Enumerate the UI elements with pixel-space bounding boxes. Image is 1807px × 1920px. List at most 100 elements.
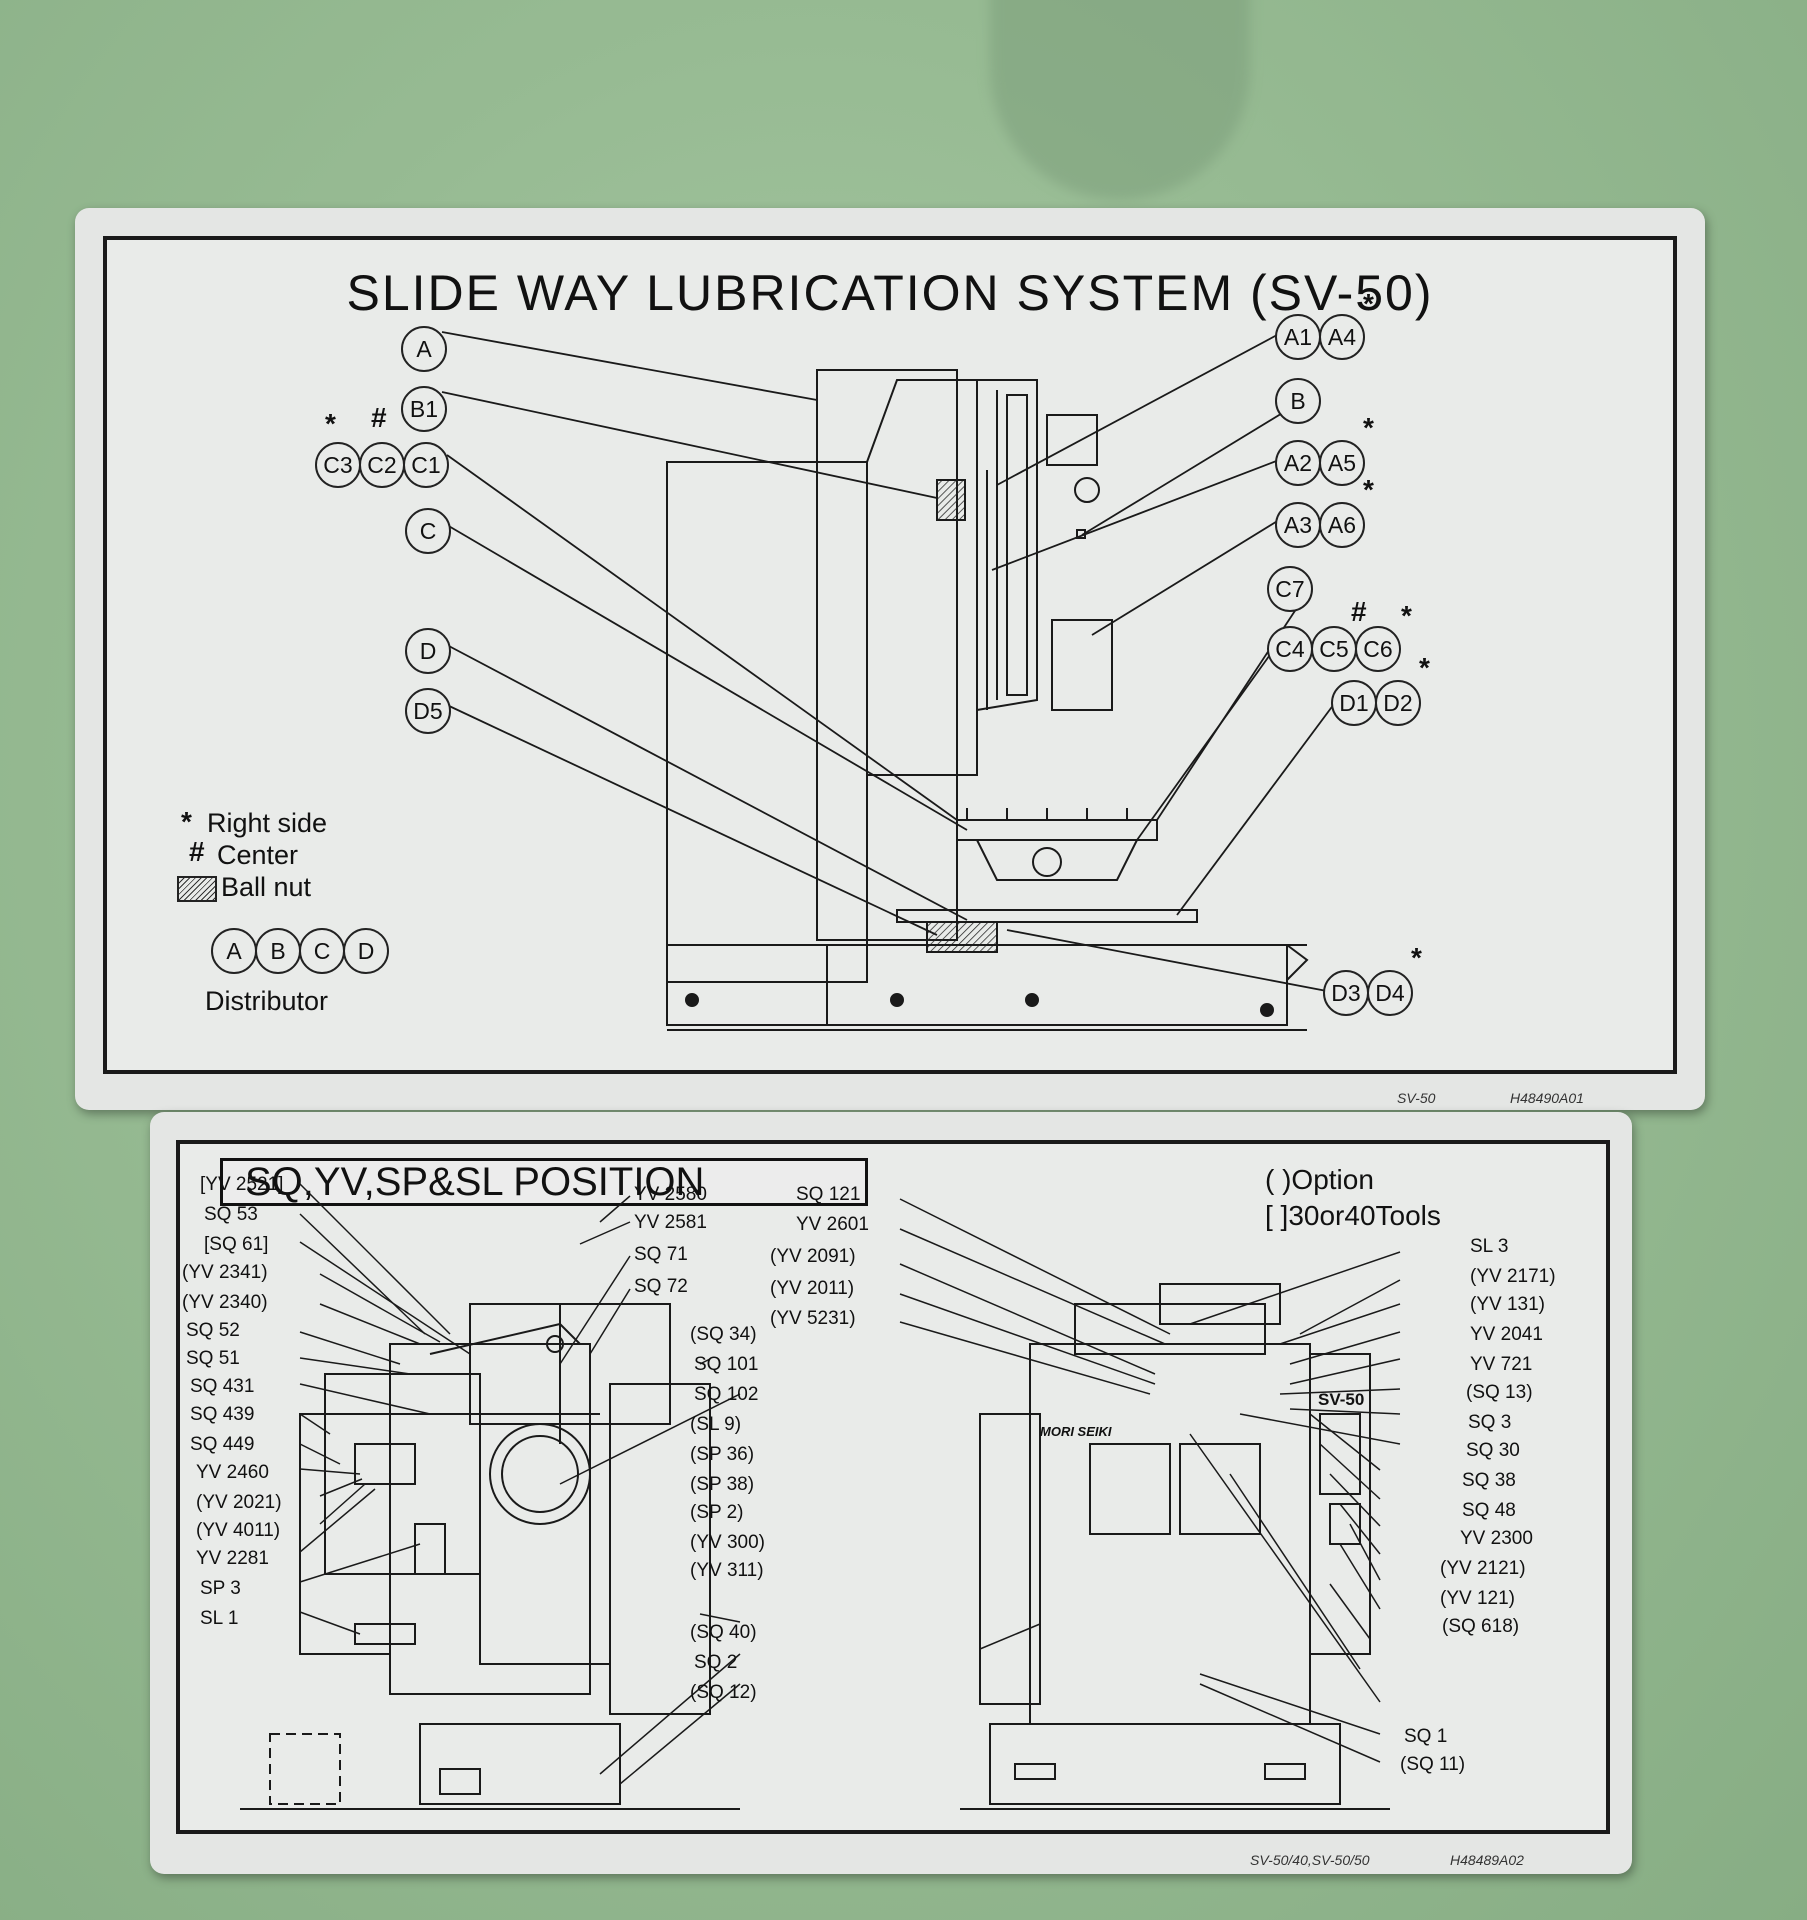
sensor-label-right: YV 2041 <box>1470 1324 1543 1345</box>
sensor-label-right: (SQ 13) <box>1466 1382 1533 1403</box>
sensor-label-middle: (YV 311) <box>690 1560 764 1581</box>
balloon-c7: C7 <box>1267 566 1313 612</box>
sensor-label-middle: (SQ 34) <box>690 1324 757 1345</box>
sensor-label-left: (YV 4011) <box>196 1520 281 1541</box>
lubrication-system-plate: SLIDE WAY LUBRICATION SYSTEM (SV-50) <box>75 208 1705 1110</box>
balloon-b1: B1 <box>401 386 447 432</box>
distributor-balloon-d: D <box>343 928 389 974</box>
sensor-label-middle: (SP 36) <box>690 1444 755 1465</box>
sensor-label-left: SP 3 <box>200 1578 241 1599</box>
sensor-label-right-bottom: SQ 1 <box>1404 1726 1448 1747</box>
sensor-label-right: (YV 131) <box>1470 1294 1545 1315</box>
note-tools: [ ]30or40Tools <box>1265 1200 1441 1231</box>
legend-ball-nut-swatch <box>177 876 217 902</box>
sensor-label-left: (YV 2341) <box>182 1262 268 1283</box>
sensor-label-left: (YV 2021) <box>196 1492 282 1513</box>
asterisk-mark-a5: * <box>1363 412 1374 443</box>
sensor-label-middle: (YV 300) <box>690 1532 765 1553</box>
sensor-label-right: (YV 2171) <box>1470 1266 1556 1287</box>
sensor-label-right-bottom: (SQ 11) <box>1400 1754 1466 1775</box>
sensor-position-plate: SQ,YV,SP&SL POSITION ( )Option [ ]30or40… <box>150 1112 1632 1874</box>
sensor-label-right: SQ 38 <box>1462 1470 1516 1491</box>
sensor-label-middle-bottom: SQ 2 <box>694 1652 738 1673</box>
balloon-d: D <box>405 628 451 674</box>
legend-hash: # <box>189 836 205 867</box>
balloon-c1: C1 <box>403 442 449 488</box>
sensor-label-right: (YV 2121) <box>1440 1558 1526 1579</box>
hash-mark: # <box>371 402 387 433</box>
legend-asterisk: * <box>181 806 192 837</box>
plate-code-model: SV-50/40,SV-50/50 <box>1250 1852 1370 1868</box>
hash-mark-c5: # <box>1351 596 1367 627</box>
note-option: ( )Option <box>1265 1164 1374 1195</box>
lubrication-machine-drawing <box>441 331 1338 1031</box>
balloon-d5: D5 <box>405 688 451 734</box>
machine-model-label: SV-50 <box>1318 1390 1365 1409</box>
sensor-label-middle: SQ 101 <box>694 1354 759 1375</box>
sensor-label-left: [YV 2521] <box>200 1174 284 1195</box>
sensor-label-right: YV 721 <box>1470 1354 1533 1375</box>
balloon-c2: C2 <box>359 442 405 488</box>
sensor-label-left: SQ 439 <box>190 1404 255 1425</box>
sensor-label-left: SQ 53 <box>204 1204 258 1225</box>
sensor-label-right-top: (YV 2011) <box>770 1278 855 1299</box>
asterisk-mark-d2: * <box>1419 652 1430 683</box>
sensor-label-middle: (SP 38) <box>690 1474 755 1495</box>
sensor-label-left: SQ 449 <box>190 1434 255 1455</box>
sensor-label-middle: (SL 9) <box>690 1414 742 1435</box>
distributor-balloon-b: B <box>255 928 301 974</box>
sensor-label-left: SL 1 <box>200 1608 239 1629</box>
distributor-balloon-a: A <box>211 928 257 974</box>
balloon-d2: D2 <box>1375 680 1421 726</box>
sensor-label-middle: (SP 2) <box>690 1502 744 1523</box>
balloon-a6: A6 <box>1319 502 1365 548</box>
sensor-label-right: SQ 3 <box>1468 1412 1512 1433</box>
sensor-label-right: SQ 30 <box>1466 1440 1520 1461</box>
sensor-diagram-frame: SQ,YV,SP&SL POSITION ( )Option [ ]30or40… <box>176 1140 1610 1834</box>
sensor-label-left: YV 2281 <box>196 1548 269 1569</box>
balloon-d4: D4 <box>1367 970 1413 1016</box>
sensor-label-middle-top: SQ 71 <box>634 1244 688 1265</box>
asterisk-mark-a4: * <box>1363 288 1374 319</box>
asterisk-mark-a6: * <box>1363 474 1374 505</box>
sensor-label-middle: SQ 102 <box>694 1384 759 1405</box>
balloon-d3: D3 <box>1323 970 1369 1016</box>
sensor-label-right: SL 3 <box>1470 1236 1509 1257</box>
sensor-label-left: SQ 431 <box>190 1376 255 1397</box>
balloon-c6: C6 <box>1355 626 1401 672</box>
plate-title: SQ,YV,SP&SL POSITION <box>245 1160 705 1204</box>
plate-code-part: H48490A01 <box>1510 1090 1584 1106</box>
distributor-balloon-c: C <box>299 928 345 974</box>
sensor-label-right-top: (YV 5231) <box>770 1308 856 1329</box>
balloon-c5: C5 <box>1311 626 1357 672</box>
legend-distributor: Distributor <box>205 986 329 1016</box>
plate-title: SLIDE WAY LUBRICATION SYSTEM (SV-50) <box>346 265 1434 321</box>
balloon-a4: A4 <box>1319 314 1365 360</box>
sensor-label-left: SQ 52 <box>186 1320 240 1341</box>
sensor-label-right: (SQ 618) <box>1442 1616 1520 1637</box>
balloon-b: B <box>1275 378 1321 424</box>
sensor-label-middle-top: YV 2581 <box>634 1212 707 1233</box>
sensor-label-right: SQ 48 <box>1462 1500 1516 1521</box>
sensor-label-middle-top: SQ 72 <box>634 1276 688 1297</box>
asterisk-mark: * <box>325 408 336 439</box>
balloon-a: A <box>401 326 447 372</box>
legend-ball-nut: Ball nut <box>221 872 312 902</box>
sensor-label-middle-bottom: (SQ 40) <box>690 1622 757 1643</box>
background-shadow <box>990 0 1250 200</box>
sensor-label-left: SQ 51 <box>186 1348 240 1369</box>
balloon-a1: A1 <box>1275 314 1321 360</box>
sensor-label-left: [SQ 61] <box>204 1234 269 1255</box>
sensor-label-right: (YV 121) <box>1440 1588 1515 1609</box>
balloon-a3: A3 <box>1275 502 1321 548</box>
plate-code-model: SV-50 <box>1397 1090 1436 1106</box>
asterisk-mark-d4: * <box>1411 942 1422 973</box>
legend-right-side: Right side <box>207 808 328 838</box>
sensor-label-right: YV 2300 <box>1460 1528 1533 1549</box>
sensor-label-right-top: SQ 121 <box>796 1184 861 1205</box>
sensor-label-middle-bottom: (SQ 12) <box>690 1682 757 1703</box>
balloon-c3: C3 <box>315 442 361 488</box>
machine-brand-label: MORI SEIKI <box>1040 1424 1112 1439</box>
sensor-label-left: (YV 2340) <box>182 1292 268 1313</box>
balloon-c: C <box>405 508 451 554</box>
